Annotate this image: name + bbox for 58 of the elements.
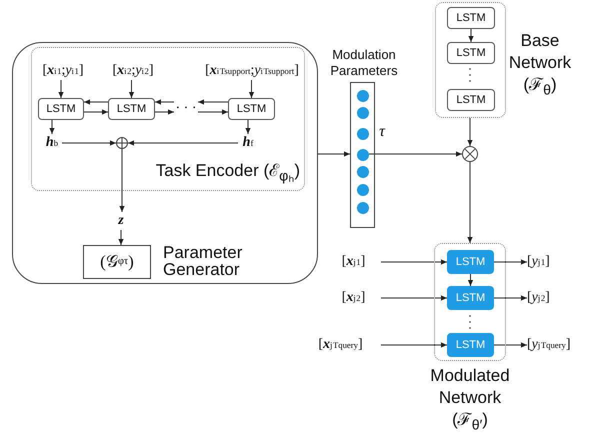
parameter-unit — [357, 166, 369, 178]
arrow — [245, 120, 251, 134]
arrow — [368, 151, 462, 157]
group-title: Task Encoder (ℰ$_{φₕ}$) — [154, 160, 300, 184]
arrow — [468, 28, 474, 42]
network-group — [435, 2, 506, 118]
arrow — [467, 162, 473, 244]
arrow — [58, 80, 64, 98]
arrow — [198, 99, 228, 105]
lstm-box: LSTM — [228, 98, 275, 120]
arrow — [198, 109, 228, 115]
arrow — [318, 151, 350, 157]
group-label: Modulated Network (ℱ$_{θ′}$) — [429, 365, 511, 436]
parameter-unit — [357, 184, 369, 196]
lstm-box: LSTM — [447, 286, 494, 310]
group-label: Base Network (ℱ$_{θ}$) — [508, 30, 572, 100]
network-group — [31, 47, 305, 191]
ellipsis: · · · — [174, 102, 198, 116]
group-heading: Modulation Parameters — [329, 47, 399, 79]
parameter-unit — [357, 90, 369, 102]
arrow — [380, 295, 448, 301]
arrow — [128, 80, 134, 98]
parameter-unit — [357, 149, 369, 161]
lstm-box: LSTM — [447, 89, 495, 111]
sum-operator — [116, 137, 128, 149]
parameter-vector — [350, 82, 375, 228]
arrow — [467, 118, 473, 146]
arrow — [62, 140, 116, 146]
arrow — [380, 342, 448, 348]
lstm-box: LSTM — [447, 7, 495, 29]
arrow — [84, 99, 108, 105]
arrow — [494, 295, 528, 301]
arrow — [248, 80, 254, 98]
lstm-box: LSTM — [447, 333, 494, 357]
arrow — [380, 259, 448, 265]
parameter-unit — [357, 128, 369, 140]
arrow — [494, 259, 528, 265]
arrow — [119, 148, 125, 212]
parameter-unit — [357, 107, 369, 119]
multiply-operator — [462, 146, 478, 162]
arrow — [494, 342, 528, 348]
group-label: Parameter Generator — [163, 244, 244, 278]
arrow — [49, 120, 55, 134]
arrow — [84, 109, 108, 115]
lstm-box: LSTM — [447, 42, 495, 64]
lstm-box: LSTM — [447, 250, 494, 274]
symbol-label: τ — [378, 122, 386, 142]
lstm-box: LSTM — [108, 98, 155, 120]
module-panel — [12, 42, 318, 284]
lstm-box: LSTM — [38, 98, 84, 120]
arrow — [468, 274, 474, 286]
arrow — [154, 99, 174, 105]
parameter-unit — [357, 202, 369, 214]
arrow — [128, 140, 238, 146]
math-label: z — [114, 212, 128, 230]
arrow — [154, 109, 174, 115]
arrow — [118, 230, 124, 246]
network-group — [434, 243, 506, 361]
